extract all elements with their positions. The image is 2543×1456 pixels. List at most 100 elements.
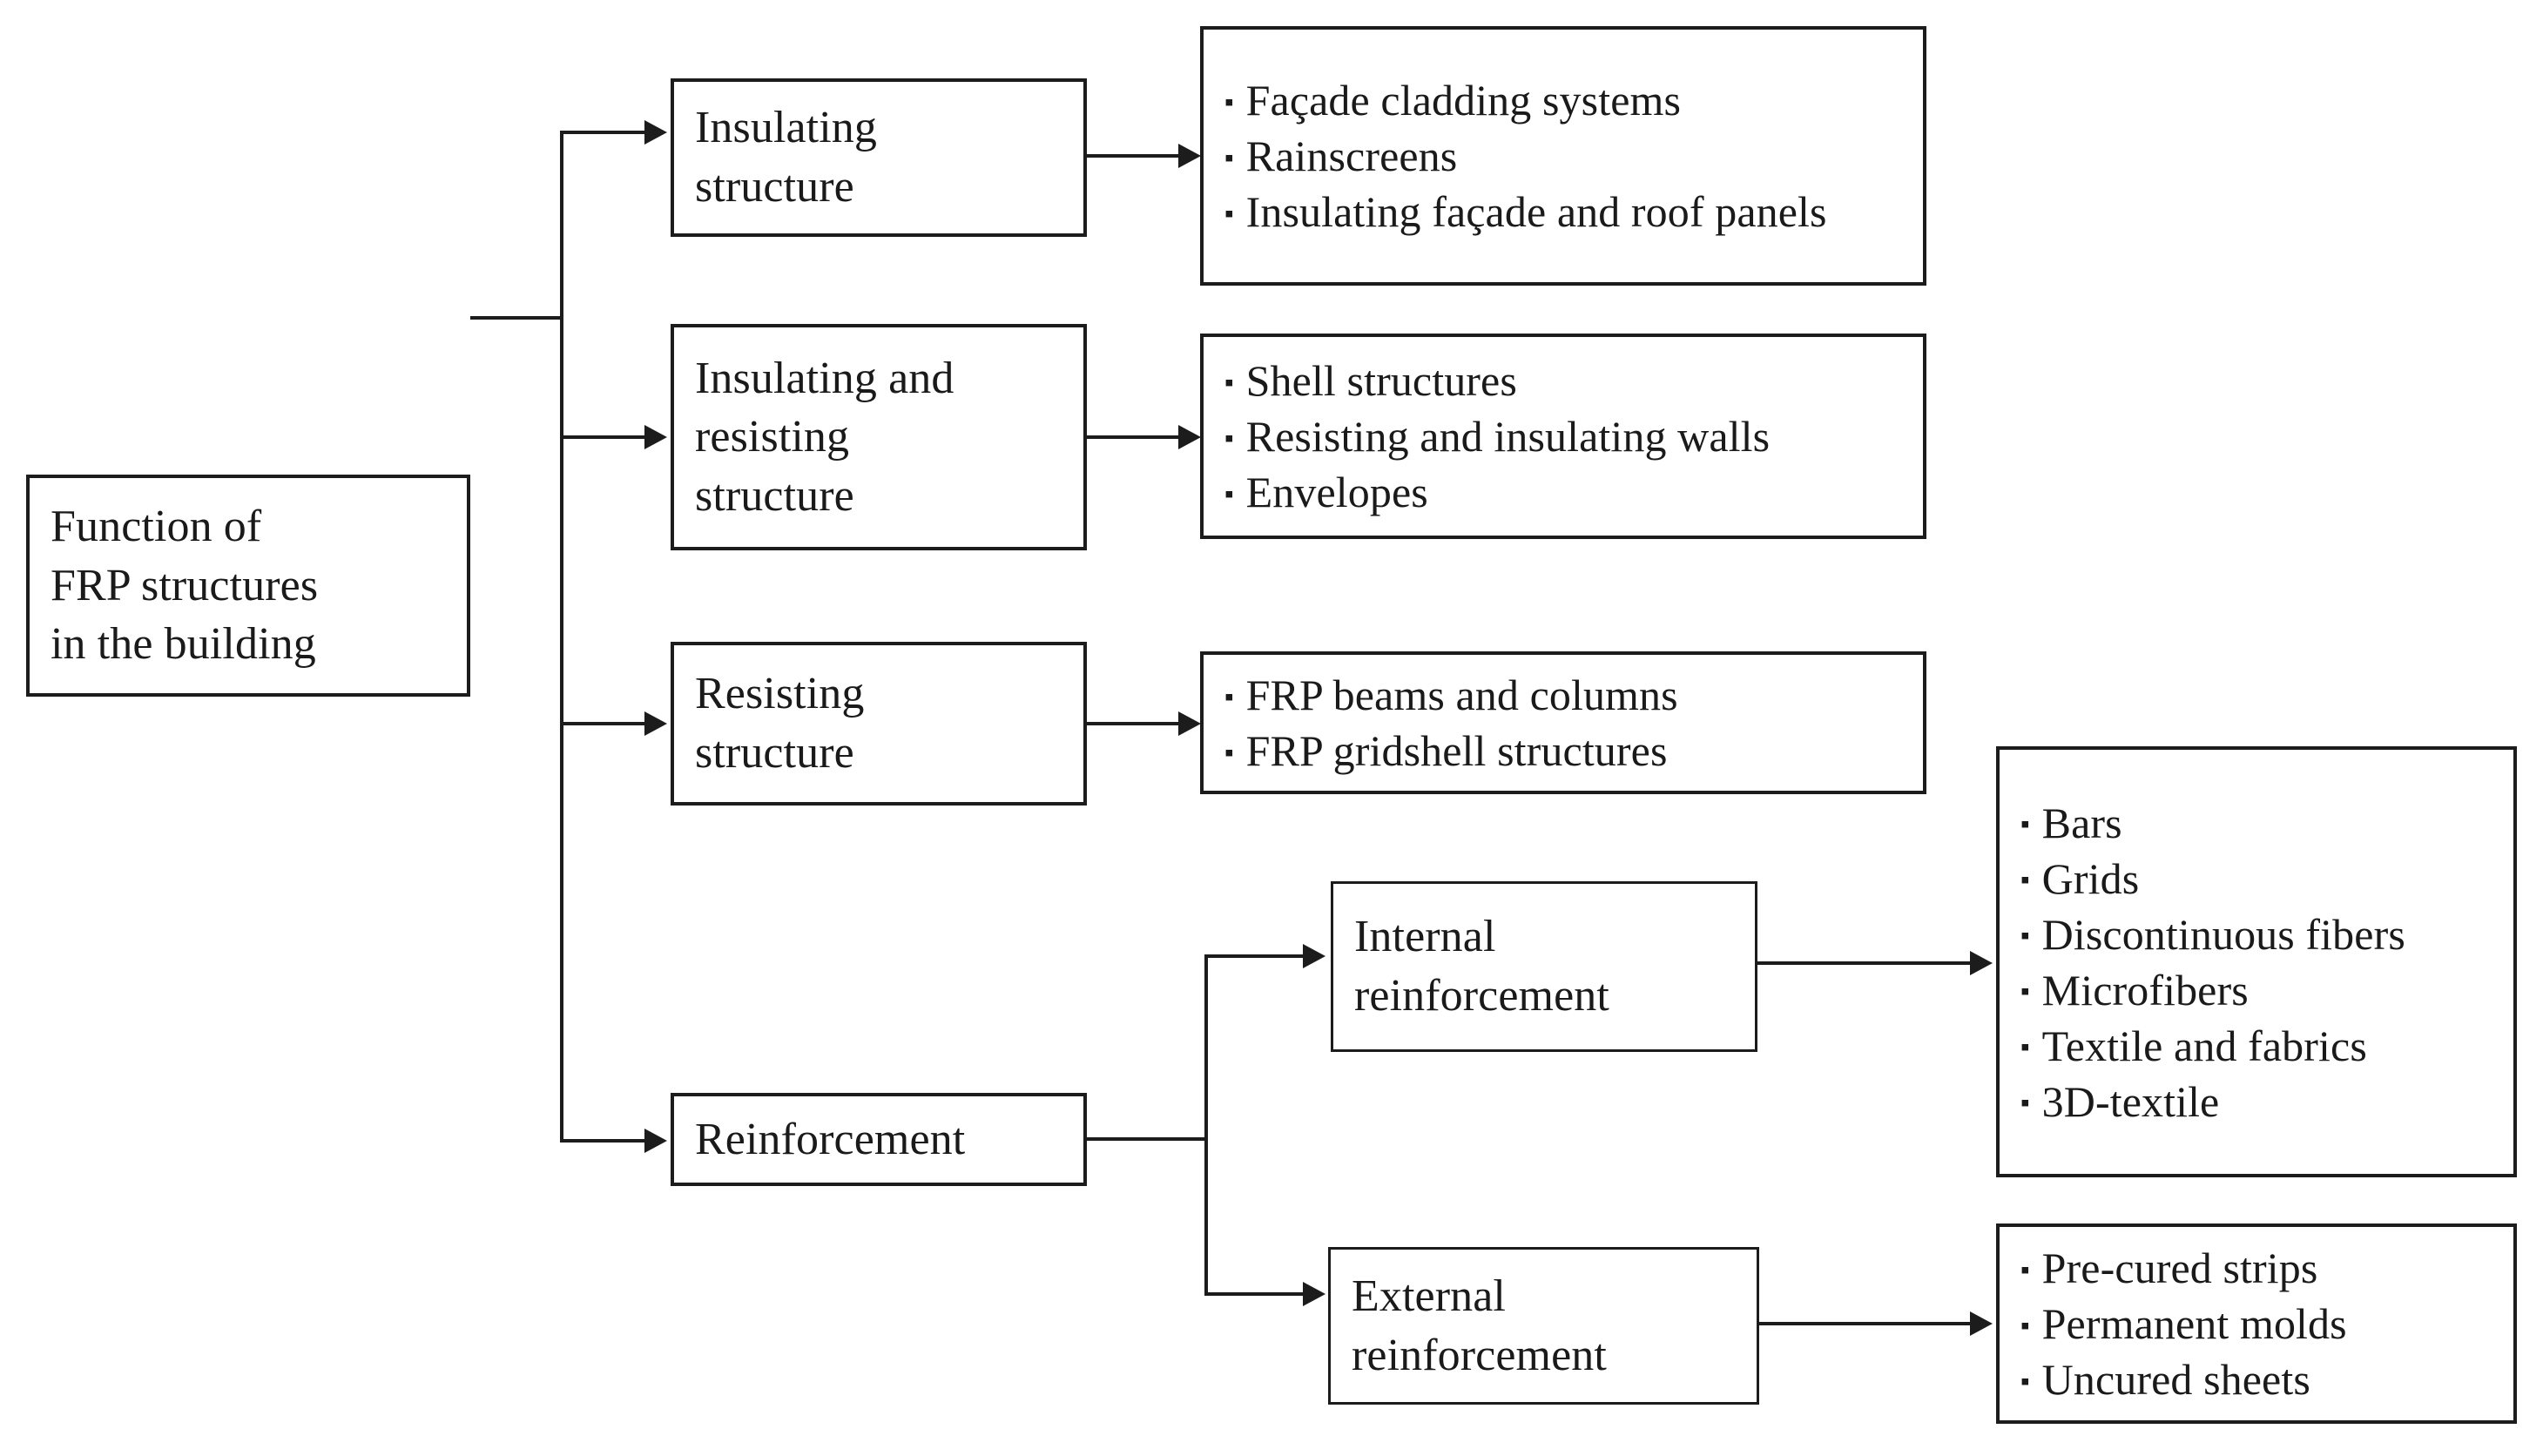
list-item-text: 3D-textile — [2041, 1076, 2220, 1126]
leaf-list: ▪ Bars ▪ Grids ▪ Discontinuous fibers ▪Micr… — [2020, 795, 2499, 1129]
list-item: ▪ Uncured sheets — [2020, 1352, 2499, 1407]
sub-branch-node-label: External reinforcement — [1352, 1271, 1607, 1380]
branch-node-insulating-structure[interactable]: Insulating structure — [671, 78, 1087, 237]
list-item: ▪ Resisting and insulating walls — [1224, 408, 1909, 464]
sub-branch-node-label: Internal reinforcement — [1354, 912, 1609, 1021]
connector-branch-2-to-leaf-2 — [1087, 435, 1181, 439]
list-item: ▪ FRP beams and columns — [1224, 667, 1909, 723]
bullet-icon: ▪ — [1224, 367, 1234, 397]
bullet-icon: ▪ — [2020, 1311, 2030, 1340]
list-item: ▪ FRP gridshell structures — [1224, 723, 1909, 779]
connector-sub-trunk — [1204, 954, 1208, 1296]
arrowhead-branch-1 — [644, 120, 667, 145]
arrowhead-leaf-2 — [1178, 425, 1201, 449]
connector-external-to-leaf — [1757, 1322, 1973, 1325]
connector-trunk-to-branch-1 — [560, 131, 647, 134]
list-item: ▪ 3D-textile — [2020, 1074, 2499, 1129]
leaf-box-internal-reinforcement-items[interactable]: ▪ Bars ▪ Grids ▪ Discontinuous fibers ▪Micr… — [1996, 746, 2517, 1177]
bullet-icon: ▪ — [2020, 810, 2030, 839]
list-item-text: Permanent molds — [2041, 1299, 2347, 1348]
branch-node-label: Insulating structure — [695, 103, 877, 212]
sub-branch-node-external-reinforcement[interactable]: External reinforcement — [1328, 1247, 1759, 1405]
connector-trunk-to-branch-2 — [560, 435, 647, 439]
list-item: ▪Microfibers — [2020, 962, 2499, 1018]
leaf-box-resisting-structure-items[interactable]: ▪ FRP beams and columns ▪ FRP gridshell st… — [1200, 651, 1926, 794]
list-item-text: Textile and fabrics — [2041, 1021, 2367, 1070]
bullet-icon: ▪ — [1224, 423, 1234, 453]
bullet-icon: ▪ — [2020, 977, 2030, 1007]
arrowhead-leaf-3 — [1178, 711, 1201, 736]
sub-branch-node-internal-reinforcement[interactable]: Internal reinforcement — [1331, 881, 1757, 1052]
branch-node-label: Resisting structure — [695, 669, 865, 778]
arrowhead-internal-leaf — [1970, 951, 1993, 975]
root-node-function-of-frp-structures[interactable]: Function of FRP structures in the buildi… — [26, 475, 470, 697]
leaf-list: ▪ Pre-cured strips ▪ Permanent molds ▪ Uncu… — [2020, 1240, 2499, 1407]
arrowhead-branch-3 — [644, 711, 667, 736]
bullet-icon: ▪ — [1224, 738, 1234, 767]
list-item-text: Shell structures — [1245, 356, 1517, 405]
arrowhead-external-reinforcement — [1303, 1282, 1325, 1306]
leaf-box-insulating-resisting-items[interactable]: ▪ Shell structures ▪ Resisting and insulat… — [1200, 334, 1926, 539]
list-item-text: Pre-cured strips — [2041, 1244, 2318, 1292]
bullet-icon: ▪ — [1224, 682, 1234, 711]
list-item-text: Bars — [2041, 798, 2122, 847]
list-item: ▪ Shell structures — [1224, 353, 1909, 408]
list-item-text: FRP beams and columns — [1245, 671, 1678, 719]
list-item-text: Rainscreens — [1245, 131, 1458, 180]
leaf-list: ▪ Façade cladding systems ▪ Rainscreens ▪ I… — [1224, 72, 1909, 239]
leaf-list: ▪ Shell structures ▪ Resisting and insulat… — [1224, 353, 1909, 520]
branch-node-resisting-structure[interactable]: Resisting structure — [671, 642, 1087, 806]
bullet-icon: ▪ — [2020, 921, 2030, 951]
list-item: ▪ Grids — [2020, 851, 2499, 907]
connector-trunk-to-branch-3 — [560, 722, 647, 725]
list-item-text: Grids — [2041, 853, 2140, 903]
list-item-text: Uncured sheets — [2041, 1355, 2310, 1404]
arrowhead-branch-4 — [644, 1129, 667, 1153]
bullet-icon: ▪ — [2020, 1033, 2030, 1062]
list-item: ▪ Façade cladding systems — [1224, 72, 1909, 128]
list-item: ▪ Insulating façade and roof panels — [1224, 184, 1909, 239]
arrowhead-leaf-1 — [1178, 144, 1201, 168]
bullet-icon: ▪ — [1224, 143, 1234, 172]
branch-node-reinforcement[interactable]: Reinforcement — [671, 1093, 1087, 1186]
arrowhead-branch-2 — [644, 425, 667, 449]
list-item-text: FRP gridshell structures — [1245, 726, 1668, 775]
list-item: ▪ Discontinuous fibers — [2020, 907, 2499, 962]
bullet-icon: ▪ — [1224, 87, 1234, 117]
list-item: ▪ Bars — [2020, 795, 2499, 851]
bullet-icon: ▪ — [2020, 1089, 2030, 1118]
list-item-text: Resisting and insulating walls — [1245, 412, 1771, 461]
connector-reinforcement-stub — [1087, 1137, 1208, 1141]
branch-node-label: Reinforcement — [695, 1114, 966, 1164]
list-item-text: Insulating façade and roof panels — [1245, 187, 1827, 236]
list-item: ▪ Pre-cured strips — [2020, 1240, 2499, 1296]
list-item-text: Façade cladding systems — [1245, 76, 1682, 125]
list-item: ▪ Envelopes — [1224, 464, 1909, 520]
connector-subtrunk-to-external — [1204, 1292, 1305, 1296]
connector-subtrunk-to-internal — [1204, 954, 1305, 958]
bullet-icon: ▪ — [1224, 479, 1234, 509]
list-item-text: Envelopes — [1245, 468, 1428, 516]
connector-main-trunk — [560, 132, 563, 1143]
root-node-label: Function of FRP structures in the buildi… — [51, 502, 319, 670]
leaf-box-external-reinforcement-items[interactable]: ▪ Pre-cured strips ▪ Permanent molds ▪ Uncu… — [1996, 1223, 2517, 1424]
list-item-text: Discontinuous fibers — [2041, 909, 2405, 959]
bullet-icon: ▪ — [2020, 866, 2030, 895]
branch-node-label: Insulating and resisting structure — [695, 353, 954, 521]
leaf-list: ▪ FRP beams and columns ▪ FRP gridshell st… — [1224, 667, 1909, 779]
connector-branch-1-to-leaf-1 — [1087, 154, 1181, 158]
leaf-box-insulating-structure-items[interactable]: ▪ Façade cladding systems ▪ Rainscreens ▪ I… — [1200, 26, 1926, 286]
bullet-icon: ▪ — [2020, 1255, 2030, 1284]
list-item: ▪ Rainscreens — [1224, 128, 1909, 184]
arrowhead-external-leaf — [1970, 1311, 1993, 1336]
connector-root-stub — [470, 316, 563, 320]
connector-branch-3-to-leaf-3 — [1087, 722, 1181, 725]
connector-internal-to-leaf — [1756, 961, 1973, 965]
connector-trunk-to-branch-4 — [560, 1139, 647, 1143]
arrowhead-internal-reinforcement — [1303, 944, 1325, 968]
bullet-icon: ▪ — [1224, 199, 1234, 228]
bullet-icon: ▪ — [2020, 1366, 2030, 1396]
list-item: ▪ Permanent molds — [2020, 1296, 2499, 1352]
branch-node-insulating-and-resisting-structure[interactable]: Insulating and resisting structure — [671, 324, 1087, 550]
